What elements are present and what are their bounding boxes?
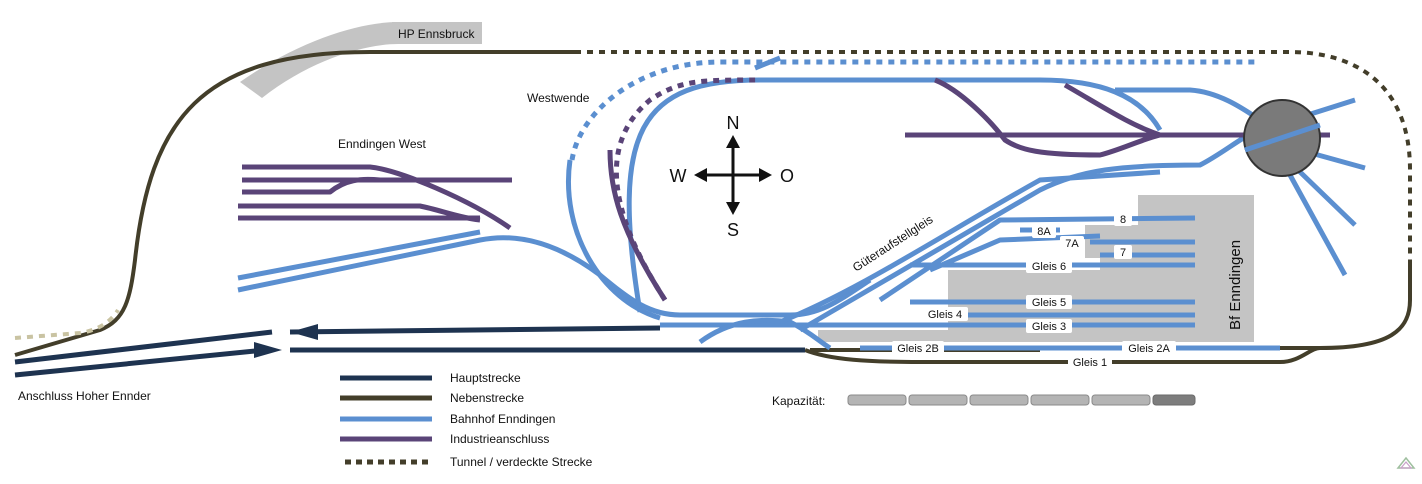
track-label-gleis-3: Gleis 3 [1032, 321, 1066, 333]
arrow-west-icon [290, 324, 318, 340]
legend-label-hauptstrecke: Hauptstrecke [450, 371, 521, 385]
label-enndingen-west: Enndingen West [338, 137, 427, 151]
corner-logo-icon [1396, 456, 1416, 469]
track-label-gleis-6: Gleis 6 [1032, 261, 1066, 273]
track-label-7: 7 [1120, 247, 1126, 259]
track-labels: 8 8A 7A 7 Gleis 6 Gleis 5 Gleis 4 Gleis … [892, 212, 1176, 369]
capacity-segment [969, 394, 1029, 406]
label-westwende: Westwende [527, 91, 590, 105]
hp-ennsbruck-platform [240, 22, 398, 98]
compass-west: W [670, 166, 687, 186]
compass-south: S [727, 220, 739, 240]
label-anschluss: Anschluss Hoher Ennder [18, 389, 151, 403]
legend-label-bahnhof: Bahnhof Enndingen [450, 412, 555, 426]
compass-north: N [727, 113, 740, 133]
legend-label-nebenstrecke: Nebenstrecke [450, 391, 524, 405]
nebenstrecke-tracks [14, 50, 1412, 364]
capacity-bar [847, 394, 1196, 406]
turntable [1243, 99, 1321, 177]
arrow-east-icon [254, 342, 282, 358]
compass-east: O [780, 166, 794, 186]
track-label-8: 8 [1120, 214, 1126, 226]
platform-areas [240, 22, 1254, 342]
track-label-gleis-1: Gleis 1 [1073, 357, 1107, 369]
industrie-tracks [238, 77, 1330, 302]
track-label-gleis-2b: Gleis 2B [897, 343, 939, 355]
bf-enndingen-platform [818, 195, 1254, 342]
label-hp-ennsbruck: HP Ennsbruck [398, 27, 475, 41]
track-label-gleis-2a: Gleis 2A [1128, 343, 1170, 355]
hauptstrecke-tracks [14, 324, 805, 378]
capacity-segment [847, 394, 907, 406]
track-label-gleis-4: Gleis 4 [928, 309, 962, 321]
track-label-8a: 8A [1037, 226, 1051, 238]
track-label-gleis-5: Gleis 5 [1032, 297, 1066, 309]
label-bf-enndingen: Bf Enndingen [1227, 240, 1244, 330]
capacity-label: Kapazität: [772, 394, 825, 408]
capacity-segment [908, 394, 968, 406]
hp-ennsbruck-label-bg [392, 22, 482, 44]
legend-label-tunnel: Tunnel / verdeckte Strecke [450, 455, 593, 469]
capacity-segment-empty [1152, 394, 1196, 406]
capacity-segment [1091, 394, 1151, 406]
capacity-segment [1030, 394, 1090, 406]
bahnhof-tracks [237, 55, 1366, 351]
compass [694, 135, 772, 215]
legend: Hauptstrecke Nebenstrecke Bahnhof Enndin… [340, 371, 593, 469]
track-label-7a: 7A [1065, 238, 1079, 250]
legend-label-industrie: Industrieanschluss [450, 432, 549, 446]
